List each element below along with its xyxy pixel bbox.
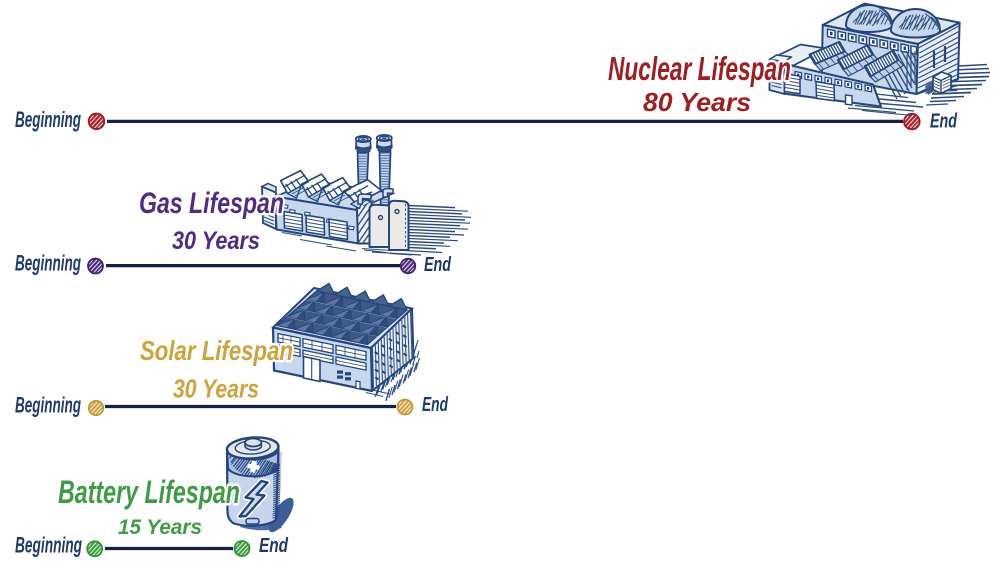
svg-text:Solar Lifespan: Solar Lifespan (140, 335, 293, 366)
svg-text:End: End (422, 394, 449, 416)
svg-text:Beginning: Beginning (15, 251, 81, 276)
svg-text:End: End (259, 535, 289, 557)
svg-text:80 Years: 80 Years (643, 87, 751, 117)
svg-text:15 Years: 15 Years (118, 516, 202, 539)
svg-text:End: End (930, 111, 958, 133)
svg-text:Beginning: Beginning (15, 393, 81, 418)
svg-text:End: End (424, 254, 452, 276)
svg-text:Nuclear Lifespan: Nuclear Lifespan (608, 50, 791, 87)
svg-text:Gas Lifespan: Gas Lifespan (139, 187, 284, 220)
svg-text:Beginning: Beginning (15, 107, 81, 132)
svg-text:30 Years: 30 Years (173, 374, 259, 404)
svg-text:Battery Lifespan: Battery Lifespan (58, 474, 240, 510)
svg-text:30 Years: 30 Years (172, 227, 260, 255)
svg-text:Beginning: Beginning (15, 533, 82, 558)
